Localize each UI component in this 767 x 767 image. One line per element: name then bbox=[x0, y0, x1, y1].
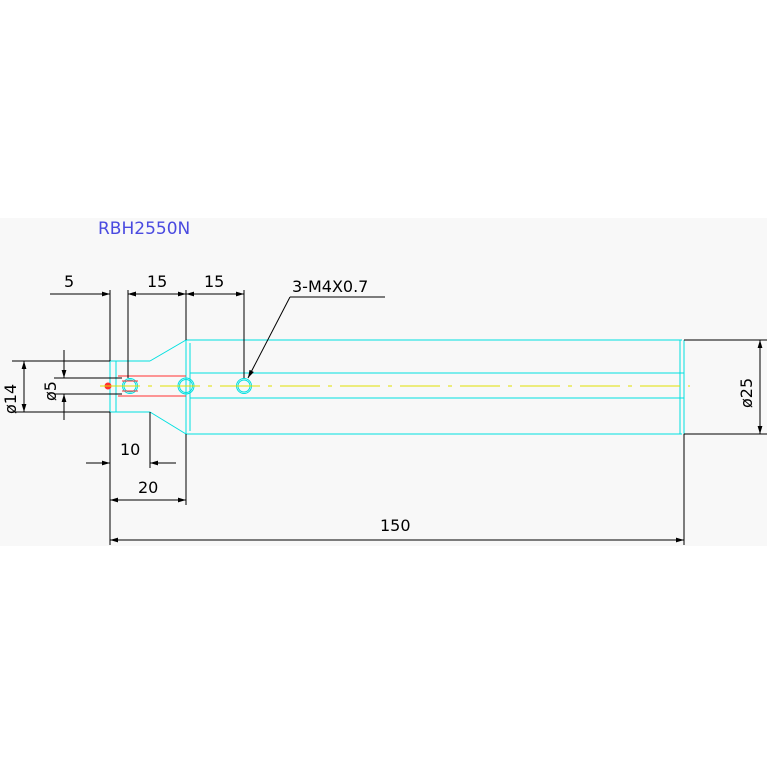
drawing-area bbox=[0, 218, 767, 546]
dim-150: 150 bbox=[380, 516, 411, 535]
dim-10: 10 bbox=[120, 440, 140, 459]
thread-callout: 3-M4X0.7 bbox=[292, 277, 368, 296]
dim-dia-25: ø25 bbox=[737, 378, 756, 408]
dimension-lines bbox=[12, 290, 767, 545]
dim-5: 5 bbox=[64, 272, 74, 291]
dim-15-b: 15 bbox=[204, 272, 224, 291]
drawing-title: RBH2550N bbox=[98, 219, 190, 239]
dim-15-a: 15 bbox=[147, 272, 167, 291]
dim-20: 20 bbox=[138, 478, 158, 497]
part-outline bbox=[109, 339, 685, 435]
dim-dia-5: ø5 bbox=[41, 381, 60, 401]
dim-dia-14: ø14 bbox=[1, 384, 20, 414]
